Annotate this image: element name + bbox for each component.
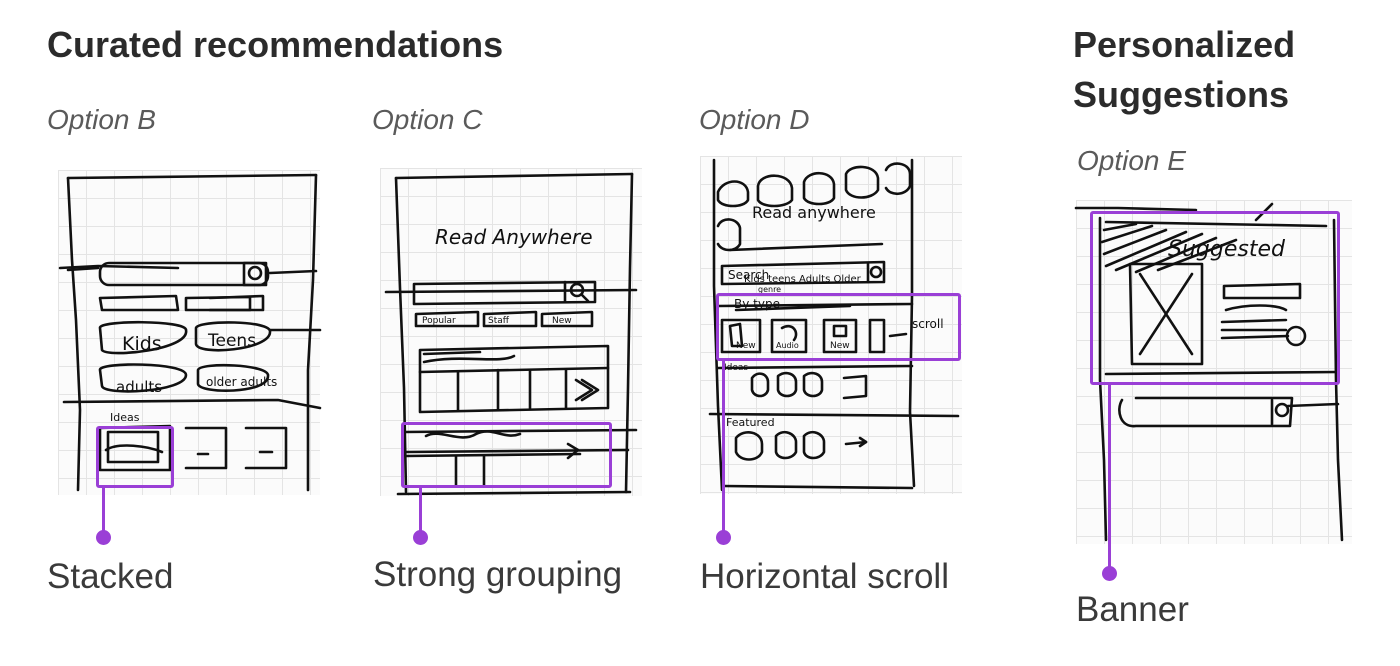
caption-stacked: Stacked	[47, 557, 174, 596]
sketch-b: Kids Teens adults older adults Ideas	[58, 173, 322, 492]
highlight-d	[716, 293, 961, 361]
sketch-b-ideas: Ideas	[110, 411, 140, 424]
option-b-label: Option B	[47, 104, 156, 135]
sketch-b-adults: adults	[116, 378, 162, 396]
sketch-d-title: Read anywhere	[752, 203, 876, 222]
sketch-d-new-1: New	[736, 341, 756, 351]
sketch-d-filters: Kids teens Adults Older	[744, 274, 862, 285]
personalized-heading: Personalized Suggestions	[1073, 20, 1295, 120]
sketch-d-new-2: New	[830, 341, 850, 351]
sketch-b-older: older adults	[206, 375, 277, 389]
sketch-d: Read anywhere Search Kids teens Adults O…	[708, 158, 960, 492]
caption-strong-grouping: Strong grouping	[373, 555, 623, 594]
sketch-c-pill-3: New	[552, 316, 572, 326]
sketch-c-pill-1: Popular	[422, 316, 456, 326]
sketch-b-teens: Teens	[207, 331, 256, 351]
sketch-d-featured: Featured	[726, 416, 775, 429]
marker-dot-e	[1102, 566, 1117, 581]
leader-line-c	[419, 487, 422, 537]
sketch-d-ideas: Ideas	[724, 363, 748, 373]
sketch-c-background	[380, 168, 642, 496]
sketch-e-suggested: Suggested	[1168, 237, 1286, 262]
sketch-d-bytype: By type	[734, 297, 780, 311]
option-e-label: Option E	[1077, 145, 1186, 176]
marker-dot-b	[96, 530, 111, 545]
highlight-b	[96, 426, 174, 488]
personalized-heading-line1: Personalized	[1073, 24, 1296, 65]
highlight-e	[1090, 211, 1340, 385]
sketch-d-genre: genre	[758, 285, 781, 294]
sketch-b-kids: Kids	[122, 333, 162, 355]
sketch-c: Read Anywhere Popular Staff New	[384, 172, 638, 496]
leader-line-d	[722, 360, 725, 537]
curated-heading: Curated recommendations	[47, 24, 504, 65]
caption-horizontal-scroll: Horizontal scroll	[700, 557, 949, 596]
sketch-c-pill-2: Staff	[488, 316, 510, 326]
marker-dot-d	[716, 530, 731, 545]
leader-line-e	[1108, 384, 1111, 574]
sketch-d-scroll: scroll	[912, 317, 944, 331]
personalized-heading-line2: Suggestions	[1073, 74, 1290, 115]
sketch-b-background	[58, 170, 320, 495]
sketch-d-background	[700, 156, 962, 494]
option-c-label: Option C	[372, 104, 483, 135]
caption-banner: Banner	[1076, 590, 1189, 629]
option-d-label: Option D	[699, 104, 810, 135]
leader-line-b	[102, 487, 105, 537]
sketch-c-title: Read Anywhere	[435, 225, 593, 249]
highlight-c	[401, 422, 612, 488]
sketch-d-search: Search	[728, 268, 769, 282]
sketch-d-audio: Audio	[776, 341, 799, 350]
marker-dot-c	[413, 530, 428, 545]
